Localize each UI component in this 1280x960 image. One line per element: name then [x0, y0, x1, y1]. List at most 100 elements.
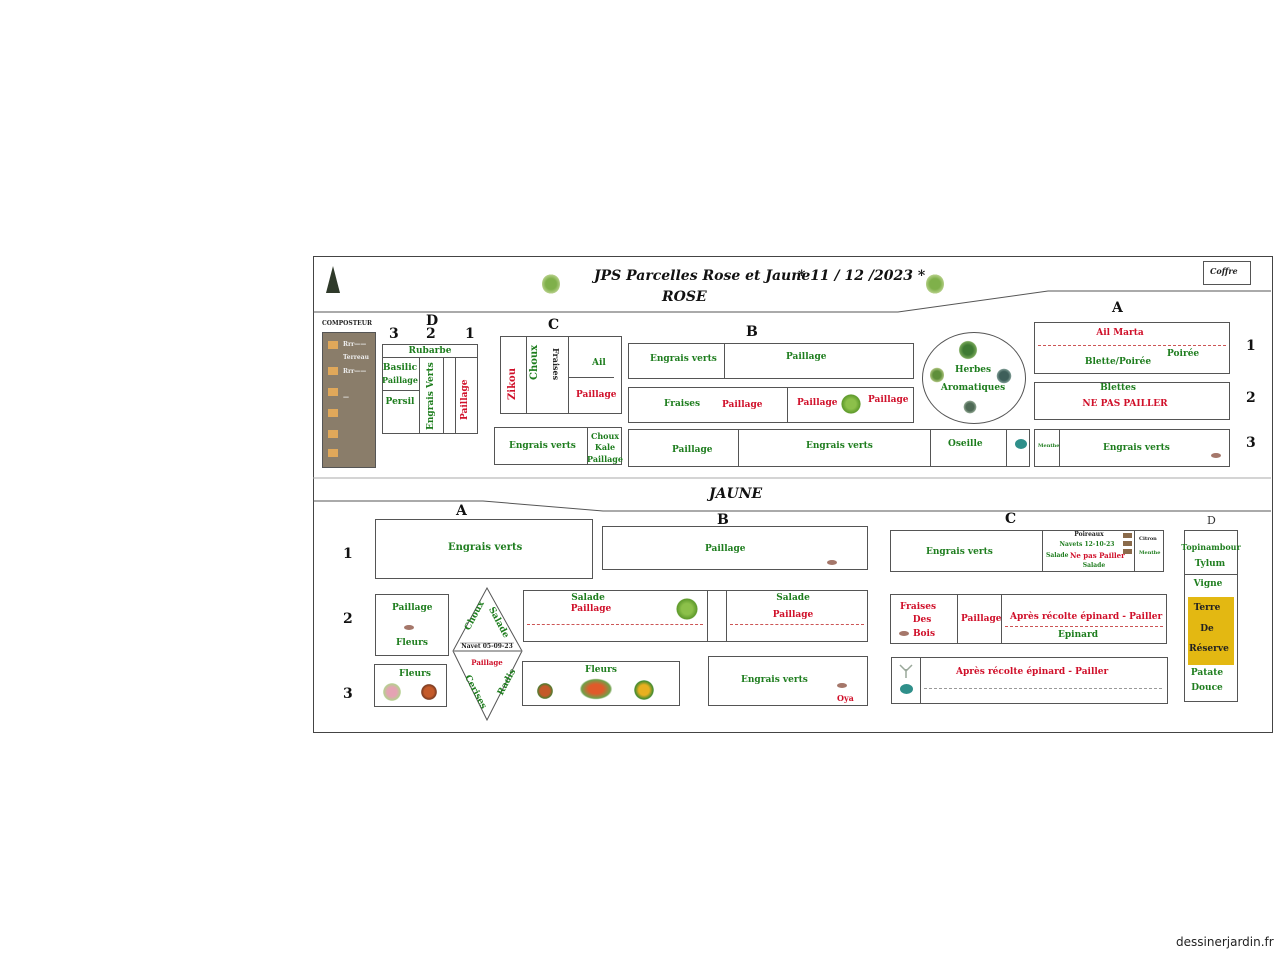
plot-label-oya: Oya — [837, 693, 854, 703]
herb-plant-icon — [996, 368, 1012, 384]
plot-label-menthe: Menthe — [1038, 443, 1060, 449]
plot-label-ail: Ail — [592, 358, 606, 368]
jaune-plot-b3: Fleurs — [522, 661, 680, 706]
plot-label-fleurs: Fleurs — [399, 669, 431, 679]
plot-label-engrais-verts: Engrais verts — [806, 441, 873, 451]
plot-label-vigne: Vigne — [1193, 579, 1223, 589]
plot-label-paillage: Paillage — [772, 610, 814, 620]
compost-bin-icon — [328, 388, 338, 396]
water-pot-icon — [900, 684, 913, 694]
composteur-item: Rrr—— — [343, 368, 367, 375]
stone-icon — [1211, 453, 1221, 458]
plot-label-ne-pas-pailler: NE PAS PAILLER — [1082, 399, 1168, 409]
jaune-col-b-label: B — [717, 512, 729, 528]
stone-icon — [1123, 541, 1132, 546]
jaune-plot-c1 — [890, 530, 1164, 572]
plot-label-engrais-verts: Engrais verts — [509, 441, 576, 451]
plot-label-paillage: Paillage — [961, 614, 1002, 624]
plot-label-fleurs: Fleurs — [396, 638, 428, 648]
plot-label-salade: Salade — [1046, 552, 1069, 559]
plot-label-paillage: Paillage — [797, 398, 838, 408]
jaune-col-c-label: C — [1005, 511, 1017, 527]
plot-label-kale: Kale — [594, 442, 616, 452]
rose-col-a-label: A — [1112, 300, 1123, 316]
compost-bin-icon — [328, 341, 338, 349]
section-dividers — [313, 290, 1271, 512]
rose-col-b-label: B — [746, 324, 758, 340]
plot-label-epinard: Epinard — [1058, 630, 1098, 640]
plot-label-de: De — [1200, 624, 1214, 634]
section-rose-label: ROSE — [662, 289, 707, 305]
salad-plant-icon — [676, 598, 698, 620]
plot-label-fleurs: Fleurs — [585, 665, 617, 675]
plan-date: * 11 / 12 /2023 * — [798, 268, 926, 284]
stone-icon — [837, 683, 847, 688]
plot-label-blettes: Blettes — [1100, 383, 1136, 393]
salad-plant-icon — [841, 394, 861, 414]
plot-label-salade: Salade — [571, 593, 605, 603]
composteur-item: Terreau — [343, 354, 369, 361]
diamond-plot — [452, 587, 523, 721]
jaune-col-d-label: D — [1207, 514, 1216, 527]
terre-de-reserve-box — [1188, 597, 1234, 665]
coffre-label: Coffre — [1210, 266, 1238, 276]
rose-plot-a2 — [1034, 382, 1230, 420]
col-number: 1 — [465, 326, 475, 342]
plot-label-engrais-verts: Engrais verts — [650, 354, 717, 364]
jaune-plot-a2: Paillage Fleurs — [375, 594, 449, 656]
plot-label-topinambour: Topinambour — [1181, 542, 1241, 552]
flower-icon — [382, 683, 402, 701]
jaune-plot-c2 — [890, 594, 1167, 644]
plot-label-des: Des — [912, 615, 932, 625]
plot-label-choux: Choux — [529, 344, 540, 380]
rose-col-d-label: D — [426, 313, 439, 329]
plot-label-poiree: Poirée — [1167, 349, 1200, 359]
plot-label-patate: Patate — [1190, 668, 1224, 678]
composteur: Rrr—— Terreau Rrr—— — — [322, 332, 376, 468]
plot-label-apres-recolte: Après récolte épinard - Pailler — [956, 667, 1109, 677]
plot-label-fraises: Fraises — [664, 399, 701, 409]
col-number: 2 — [426, 326, 436, 342]
plot-label-poireaux: Poireaux — [1074, 531, 1104, 538]
flower-icon — [421, 683, 437, 701]
plot-label-paillage: Paillage — [570, 604, 612, 614]
plot-label-engrais-verts: Engrais verts — [1103, 443, 1170, 453]
plot-label-engrais-verts: Engrais Verts — [426, 362, 436, 430]
compost-bin-icon — [328, 367, 338, 375]
plot-label-choux: Choux — [590, 431, 620, 441]
plot-label-navet: Navet 05-09-23 — [461, 643, 513, 650]
plot-label-salade: Salade — [776, 593, 810, 603]
compost-bin-icon — [328, 409, 338, 417]
plot-label-persil: Persil — [385, 397, 415, 407]
rose-plot-d — [382, 344, 478, 434]
plot-label-engrais-verts: Engrais verts — [741, 675, 808, 685]
stone-icon — [404, 625, 414, 630]
plot-label-ne-pas-pailler: Ne pas Pailler — [1070, 551, 1125, 560]
aromatiques-label: Aromatiques — [940, 383, 1006, 393]
plot-label-engrais-verts: Engrais verts — [448, 542, 523, 553]
section-jaune-label: JAUNE — [709, 486, 763, 502]
jaune-plot-a3: Fleurs — [374, 664, 447, 707]
coffre-box: Coffre — [1203, 261, 1251, 285]
plot-label-engrais-verts: Engrais verts — [926, 547, 993, 557]
jaune-plot-b2 — [523, 590, 868, 642]
plot-label-tylum: Tylum — [1194, 559, 1226, 569]
rose-plot-b2 — [628, 387, 914, 423]
composteur-item: — — [343, 394, 349, 401]
rose-plot-c3 — [494, 427, 622, 465]
compost-bin-icon — [328, 449, 338, 457]
plot-label-salade: Salade — [1082, 562, 1106, 569]
row-number: 2 — [343, 611, 353, 627]
water-pot-icon — [1015, 439, 1027, 449]
stone-icon — [899, 631, 909, 636]
plot-label-paillage: Paillage — [392, 603, 433, 613]
row-number: 3 — [1246, 435, 1256, 451]
compost-bin-icon — [328, 430, 338, 438]
page-title: JPS Parcelles Rose et Jaune — [594, 268, 811, 284]
plot-label-paillage: Paillage — [576, 390, 617, 400]
plot-label-basilic: Basilic — [382, 363, 418, 373]
rose-plot-b1 — [628, 343, 914, 379]
plot-label-paillage: Paillage — [868, 395, 909, 405]
jaune-plot-c3 — [891, 657, 1168, 704]
plot-label-fraises: Fraises — [899, 602, 937, 612]
